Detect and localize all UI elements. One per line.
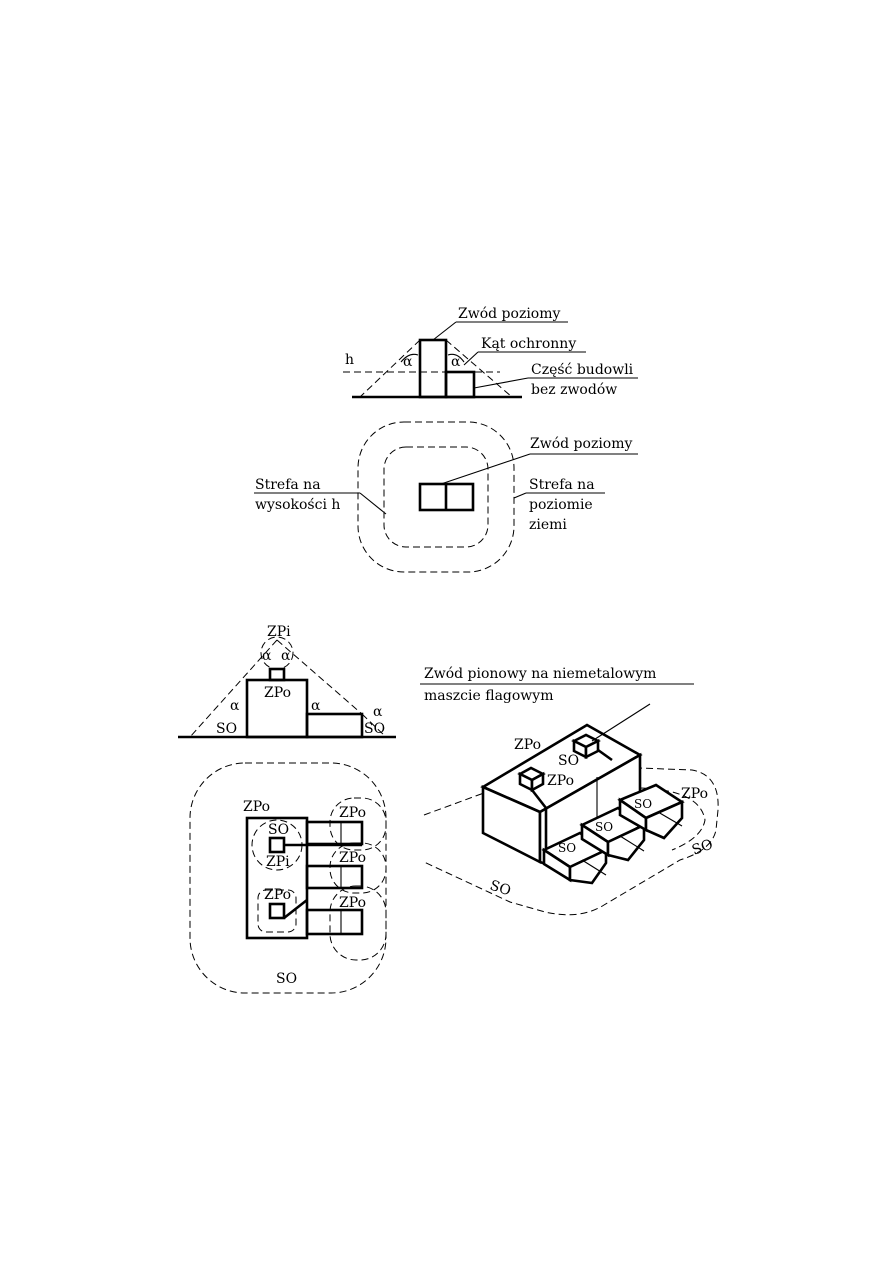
zpo-annex-zone-3 — [329, 885, 387, 961]
roof-box-small — [517, 766, 546, 793]
small-box-side — [530, 771, 545, 793]
label-zpo-inner: ZPo — [264, 887, 291, 903]
label-so-annex-3: SO — [634, 797, 652, 811]
label-zwod-poziomy: Zwód poziomy — [458, 306, 561, 322]
label-strefa-h-1: Strefa na — [255, 477, 321, 493]
angle-arc-left — [400, 353, 419, 363]
title-line-1: Zwód pionowy na niemetalowym — [424, 666, 656, 682]
annex-2-divider — [619, 835, 645, 852]
down-conductor-2 — [283, 898, 308, 920]
leader-strefa-h — [359, 492, 387, 515]
mast-base-plan — [268, 836, 286, 854]
label-zwod-poziomy-2: Zwód poziomy — [530, 436, 633, 452]
label-zpo-annex-3: ZPo — [339, 895, 366, 911]
figure-isometric-flag-mast: Zwód pionowy na niemetalowym maszcie fla… — [420, 666, 719, 916]
figure-horizontal-rod-plan: Zwód poziomy Strefa na wysokości h Stref… — [254, 421, 638, 573]
label-zpo-right: ZPo — [681, 786, 708, 802]
label-zpo-top: ZPo — [514, 737, 541, 753]
label-zpo-building: ZPo — [243, 799, 270, 815]
label-alpha-left-2: α — [230, 698, 240, 714]
label-so-outer: SO — [276, 971, 297, 987]
label-czesc-budowli: Część budowli — [531, 362, 634, 378]
figure-vertical-rod-plan: ZPo ZPo ZPo ZPo SO ZPi ZPo SO — [189, 762, 387, 994]
so-zone-inner-right — [639, 787, 706, 851]
annex-plan-2 — [305, 864, 364, 890]
label-h: h — [345, 352, 354, 368]
annex-1-divider — [581, 859, 607, 876]
label-so-left: SO — [216, 721, 237, 737]
annex-plan-3 — [305, 908, 364, 936]
label-zpo: ZPo — [264, 685, 291, 701]
title-line-2: maszcie flagowym — [424, 688, 553, 704]
leader-zwod2 — [440, 453, 531, 485]
angle-arc-right — [447, 353, 465, 363]
label-so-zone-left: SO — [488, 878, 513, 900]
annex-3-divider — [657, 811, 683, 827]
label-kat-ochronny: Kąt ochronny — [481, 336, 576, 352]
annex-3-side — [644, 799, 684, 840]
roof-conductor-2 — [530, 789, 548, 809]
zone-ground-level — [357, 421, 515, 573]
roof-mast-base — [268, 667, 286, 682]
cone-annex — [361, 713, 387, 738]
leader-zwod — [432, 321, 457, 341]
label-so-inner: SO — [268, 822, 289, 838]
annex-1-side — [568, 847, 608, 885]
label-alpha-right: α — [451, 354, 461, 370]
label-strefa-ground-3: ziemi — [529, 517, 567, 533]
protection-cone-right — [445, 339, 513, 398]
label-so-zone-right: SO — [690, 837, 715, 859]
leader-strefa-ground — [513, 492, 527, 499]
label-so-annex-2: SO — [595, 820, 613, 834]
label-so-mast: SO — [558, 753, 579, 769]
low-building-part — [444, 370, 476, 399]
roof-conductor-1 — [597, 748, 613, 762]
protection-cone-left — [359, 339, 421, 398]
label-so-annex-1: SO — [558, 841, 576, 855]
label-zpi: ZPi — [267, 624, 291, 640]
so-zone-outer — [189, 762, 387, 994]
leader-czesc — [473, 377, 529, 389]
label-alpha-top-right: α — [281, 648, 291, 664]
label-strefa-h-2: wysokości h — [255, 497, 340, 513]
annex-2-side — [606, 822, 646, 862]
zpo-annex-zone-1 — [329, 797, 387, 851]
figure-horizontal-rod-elevation: h α α Zwód poziomy Kąt ochronny Część bu… — [343, 306, 638, 399]
label-zpi-plan: ZPi — [266, 854, 290, 870]
zpo-inner-zone — [257, 889, 297, 933]
so-zone-ground — [423, 764, 719, 916]
label-so-right: SO — [364, 721, 385, 737]
label-alpha-right-2: α — [373, 704, 383, 720]
label-bez-zwodow: bez zwodów — [531, 382, 617, 398]
figure-vertical-rod-elevation: ZPi α α ZPo α α α SO SO — [178, 624, 396, 739]
title-leader — [591, 703, 651, 742]
label-alpha-mid: α — [311, 698, 321, 714]
leader-kat — [463, 351, 479, 366]
small-structure-plan — [268, 902, 286, 920]
label-alpha-left: α — [403, 354, 413, 370]
annex-block-3 — [617, 783, 685, 840]
label-alpha-top-left: α — [262, 648, 272, 664]
label-zpo-annex-2: ZPo — [339, 850, 366, 866]
label-strefa-ground-2: poziomie — [529, 497, 593, 513]
zone-height-h — [383, 446, 489, 548]
label-zpo-annex-1: ZPo — [339, 805, 366, 821]
cone-right — [276, 639, 363, 715]
tall-building — [418, 338, 448, 399]
label-zpo-roof: ZPo — [547, 773, 574, 789]
label-strefa-ground-1: Strefa na — [529, 477, 595, 493]
zpi-zone-circle — [260, 636, 294, 670]
annex-building — [305, 712, 364, 739]
